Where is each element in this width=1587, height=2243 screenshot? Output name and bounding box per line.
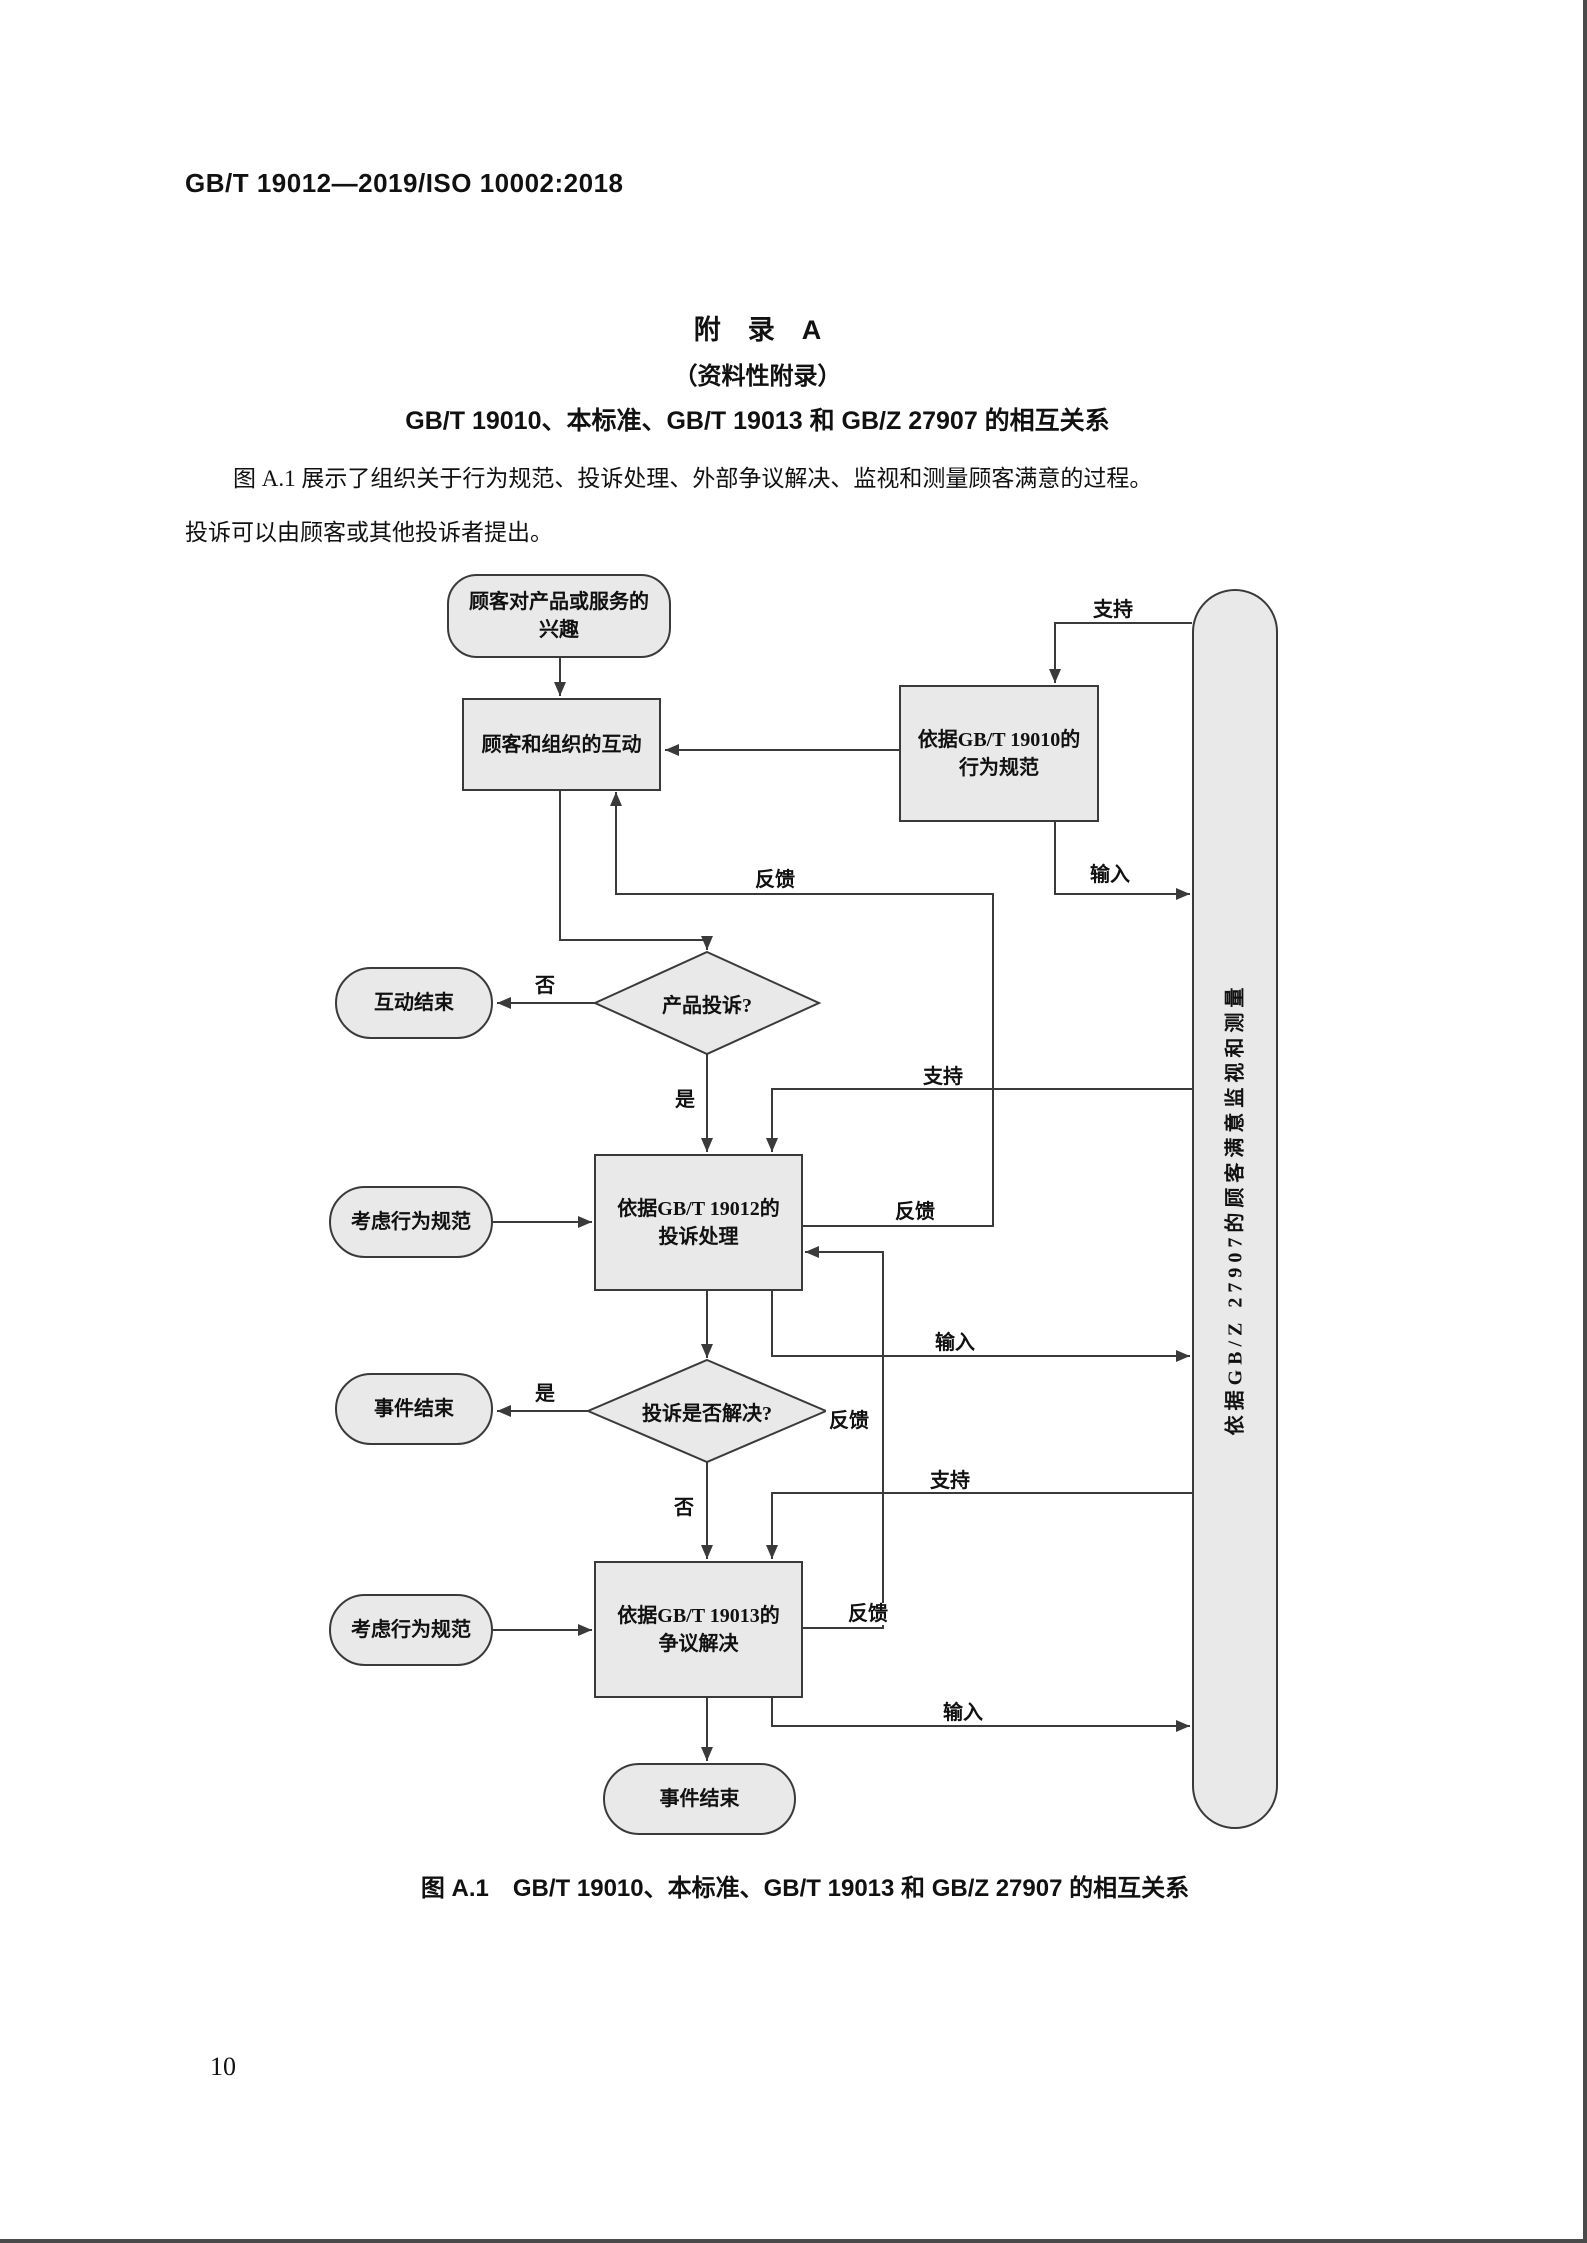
- label-input-conduct: 输入: [1087, 864, 1133, 886]
- intro-paragraph-line-2: 投诉可以由顾客或其他投诉者提出。: [185, 520, 553, 545]
- node-monitoring-measuring: 依据GB/Z 27907的顾客满意监视和测量: [1192, 589, 1278, 1829]
- connector-input-conduct-to-monitor: [1054, 822, 1190, 900]
- node-code-of-conduct-line1: 依据GB/T 19010的: [917, 728, 1081, 751]
- connector-feedback-complaints-to-interaction: [610, 792, 994, 1227]
- scan-edge-bottom: [0, 2239, 1587, 2243]
- node-consider-code-of-conduct-1-label: 考虑行为规范: [351, 1211, 471, 1233]
- product-complaint-diamond: [592, 950, 822, 1056]
- label-no-resolved: 否: [671, 1497, 697, 1519]
- node-complaint-resolved-decision-label: 投诉是否解决?: [642, 1402, 772, 1425]
- node-customer-interest-line1: 顾客对产品或服务的: [469, 591, 649, 613]
- page-header: GB/T 19012—2019/ISO 10002:2018: [185, 168, 624, 198]
- node-customer-interest-line2: 兴趣: [539, 619, 579, 641]
- label-input-complaints: 输入: [932, 1332, 978, 1354]
- label-feedback-from-complaints: 反馈: [892, 1201, 938, 1223]
- node-consider-code-of-conduct-1: 考虑行为规范: [329, 1186, 493, 1258]
- label-support-conduct: 支持: [1090, 599, 1136, 621]
- page-number: 10: [210, 2052, 236, 2081]
- figure-caption: 图 A.1 GB/T 19010、本标准、GB/T 19013 和 GB/Z 2…: [420, 1875, 1190, 1902]
- label-support-dispute: 支持: [927, 1470, 973, 1492]
- connector-input-dispute-to-monitor: [771, 1698, 1190, 1732]
- complaint-resolved-diamond: [585, 1358, 829, 1464]
- scan-edge-right: [1583, 0, 1587, 2243]
- node-product-complaint-decision-label: 产品投诉?: [662, 994, 752, 1017]
- node-interaction-label: 顾客和组织的互动: [481, 733, 642, 756]
- node-code-of-conduct-line2: 行为规范: [959, 756, 1039, 779]
- appendix-title: 附 录 A: [693, 315, 822, 345]
- node-dispute-resolution: 依据GB/T 19013的 争议解决: [594, 1561, 803, 1698]
- appendix-heading: GB/T 19010、本标准、GB/T 19013 和 GB/Z 27907 的…: [405, 407, 1110, 435]
- node-end-of-incident-2: 事件结束: [603, 1763, 796, 1835]
- node-end-of-interaction-label: 互动结束: [374, 992, 454, 1014]
- label-feedback-from-dispute: 反馈: [845, 1603, 891, 1625]
- node-monitoring-measuring-label: 依据GB/Z 27907的顾客满意监视和测量: [1224, 982, 1247, 1436]
- node-complaints-handling-line2: 投诉处理: [658, 1225, 739, 1248]
- label-no-product-complaint: 否: [532, 975, 558, 997]
- label-yes-resolved: 是: [532, 1383, 558, 1405]
- node-end-of-incident-2-label: 事件结束: [659, 1788, 740, 1810]
- node-complaints-handling-line1: 依据GB/T 19012的: [617, 1197, 780, 1220]
- node-end-of-incident-1: 事件结束: [335, 1373, 493, 1445]
- node-interaction: 顾客和组织的互动: [462, 698, 661, 791]
- node-complaints-handling: 依据GB/T 19012的 投诉处理: [594, 1154, 803, 1291]
- node-consider-code-of-conduct-2: 考虑行为规范: [329, 1594, 493, 1666]
- label-feedback-vertical: 反馈: [826, 1410, 872, 1432]
- connector-input-complaints-to-monitor: [771, 1291, 1190, 1362]
- node-consider-code-of-conduct-2-label: 考虑行为规范: [351, 1619, 471, 1641]
- node-end-of-incident-1-label: 事件结束: [374, 1398, 454, 1420]
- connector-feedback-dispute-to-complaints: [803, 1246, 884, 1629]
- node-code-of-conduct: 依据GB/T 19010的 行为规范: [899, 685, 1099, 822]
- label-yes-product-complaint: 是: [672, 1089, 698, 1111]
- node-dispute-resolution-line1: 依据GB/T 19013的: [617, 1604, 780, 1627]
- appendix-subtitle: （资料性附录）: [673, 363, 842, 390]
- intro-paragraph-line-1: 图 A.1 展示了组织关于行为规范、投诉处理、外部争议解决、监视和测量顾客满意的…: [233, 466, 1153, 491]
- label-support-complaints: 支持: [920, 1066, 966, 1088]
- connector-interaction-to-complaint-decision: [559, 790, 713, 950]
- node-customer-interest: 顾客对产品或服务的 兴趣: [447, 574, 671, 658]
- label-input-dispute: 输入: [940, 1702, 986, 1724]
- node-end-of-interaction: 互动结束: [335, 967, 493, 1039]
- label-feedback-to-interaction: 反馈: [752, 869, 798, 891]
- node-dispute-resolution-line2: 争议解决: [658, 1632, 739, 1655]
- connector-support-monitor-to-complaints: [766, 1088, 1192, 1152]
- connector-support-monitor-to-dispute: [766, 1492, 1192, 1559]
- connector-support-monitor-to-conduct: [1049, 622, 1192, 683]
